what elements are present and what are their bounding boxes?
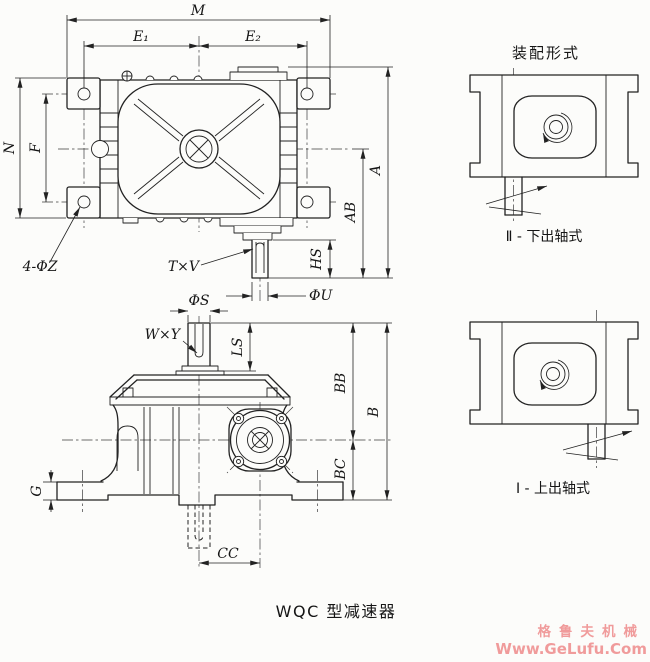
- cover-squircle: [513, 342, 597, 406]
- shaft-end-cross: [250, 430, 270, 450]
- watermark-brand: 格鲁夫机械: [538, 623, 646, 640]
- hidden-output-shaft: [187, 505, 211, 549]
- watermark-url: Www.GeLufu.Com: [495, 640, 647, 658]
- output-direction-arrow: [562, 430, 633, 461]
- output-direction-arrow: [485, 185, 548, 215]
- dim-label-E2: E₂: [244, 29, 261, 45]
- dim-label-HS: HS: [309, 248, 325, 271]
- dim-label-F: F: [28, 142, 44, 154]
- assembly-forms: 装配形式 Ⅱ - 下出轴式: [469, 44, 639, 497]
- dim-label-G: G: [29, 485, 45, 496]
- cover-x-ribs: [133, 98, 265, 200]
- assembly-type2-diagram: Ⅱ - 下出轴式: [469, 68, 639, 245]
- dim-label-A: A: [368, 165, 384, 177]
- dim-label-CC: CC: [217, 546, 239, 562]
- keyway-slot: [194, 324, 204, 358]
- worm-shaft-housing: [219, 218, 294, 279]
- front-view: ΦS W×Y LS BB B BC G CC: [29, 293, 392, 568]
- base-feet: [56, 481, 344, 506]
- mounting-lugs: [66, 77, 331, 219]
- assembly-type1-label: Ⅰ - 上出轴式: [516, 481, 590, 497]
- top-cover: [109, 374, 291, 406]
- top-view: M E₁ E₂ N F A AB HS ΦU T×V 4-ΦZ: [2, 3, 393, 304]
- edge-bosses: [121, 70, 213, 224]
- top-step-boss: [229, 66, 288, 80]
- input-shaft: [175, 322, 225, 375]
- drawing-caption: WQC 型减速器: [276, 602, 397, 621]
- body-ribs: [143, 407, 180, 494]
- dim-label-phiU: ΦU: [309, 288, 333, 304]
- top-view-housing: [66, 66, 331, 279]
- dim-label-WxY: W×Y: [145, 327, 182, 343]
- dim-label-LS: LS: [230, 338, 246, 358]
- front-view-dimensions: [43, 308, 392, 566]
- key-leader-line: [200, 248, 254, 266]
- dim-label-BB: BB: [333, 373, 349, 395]
- body-left-side: [100, 404, 119, 482]
- arch-recess: [116, 425, 139, 471]
- bolt-hole: [77, 195, 91, 209]
- watermark: 格鲁夫机械 Www.GeLufu.Com: [495, 623, 647, 658]
- flange-bolts: [232, 412, 288, 468]
- dim-label-TxV: T×V: [168, 259, 201, 275]
- shaft-end-cross: [189, 139, 209, 159]
- assembly-type1-diagram: Ⅰ - 上出轴式: [469, 310, 639, 497]
- rotation-arrow-icon: [539, 359, 570, 390]
- assembly-type2-label: Ⅱ - 下出轴式: [506, 229, 583, 245]
- dim-label-BC: BC: [333, 458, 349, 481]
- keyway-slot: [255, 242, 265, 273]
- top-view-dimensions: [15, 15, 393, 301]
- dim-label-4phiZ: 4-ΦZ: [22, 259, 58, 275]
- dim-label-E1: E₁: [132, 29, 149, 45]
- bolt-hole-leader-line: [49, 206, 81, 263]
- output-shaft-bottom-left: [504, 176, 523, 216]
- rotation-arrow-icon: [542, 112, 573, 143]
- worm-shaft-end: [251, 239, 269, 279]
- dim-label-AB: AB: [343, 202, 359, 224]
- dim-label-N: N: [2, 141, 18, 155]
- cover-squircle: [513, 95, 597, 159]
- assembly-title: 装配形式: [512, 44, 580, 62]
- worm-shaft-flange: [228, 408, 292, 472]
- output-shaft-bottom-right: [587, 423, 606, 460]
- key-leader-line: [182, 340, 198, 354]
- dim-label-phiS: ΦS: [188, 293, 209, 309]
- bolt-hole: [300, 195, 314, 209]
- side-plug-boss: [91, 140, 109, 158]
- dim-label-M: M: [190, 3, 206, 19]
- front-view-centerlines: [62, 316, 392, 568]
- front-view-housing: [56, 322, 344, 549]
- dim-label-B: B: [366, 407, 382, 418]
